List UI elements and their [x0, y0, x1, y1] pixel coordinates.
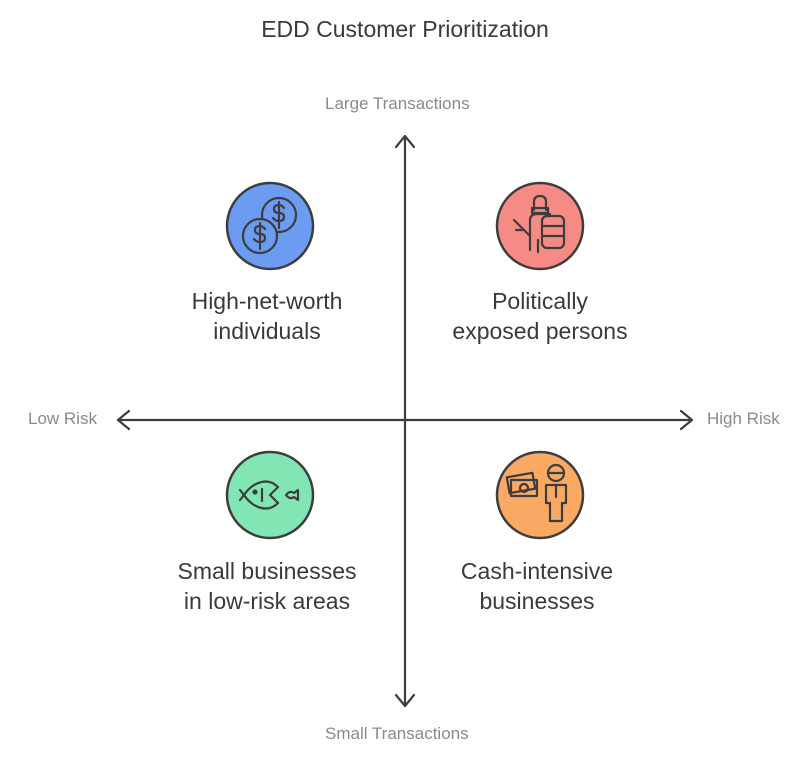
politician-icon	[494, 180, 586, 272]
quadrant-label-line: High-net-worth	[191, 288, 343, 314]
quadrant-label-line: individuals	[213, 318, 321, 344]
quadrant-label-line: exposed persons	[452, 318, 628, 344]
fish-icon	[224, 449, 316, 541]
quadrant-label-bottom-left: Small businesses in low-risk areas	[147, 556, 387, 616]
axis-label-right: High Risk	[707, 409, 780, 428]
arrow-down-icon	[394, 693, 416, 708]
quadrant-label-line: Cash-intensive	[460, 558, 614, 584]
cash-person-icon	[494, 449, 586, 541]
quadrant-label-line: Small businesses	[177, 558, 357, 584]
arrow-up-icon	[394, 134, 416, 149]
quadrant-label-line: in low-risk areas	[183, 588, 351, 614]
axis-label-left: Low Risk	[28, 409, 97, 428]
quadrant-label-line: Politically	[492, 288, 588, 314]
quadrant-label-top-left: High-net-worth individuals	[147, 286, 387, 346]
axis-label-top: Large Transactions	[325, 94, 470, 113]
quadrant-label-line: businesses	[479, 588, 595, 614]
quadrant-label-top-right: Politically exposed persons	[420, 286, 660, 346]
diagram-title: EDD Customer Prioritization	[261, 16, 549, 42]
coins-icon	[224, 180, 316, 272]
axis-label-bottom: Small Transactions	[325, 724, 469, 743]
arrow-left-icon	[116, 409, 131, 431]
quadrant-label-bottom-right: Cash-intensive businesses	[417, 556, 657, 616]
arrow-right-icon	[679, 409, 694, 431]
